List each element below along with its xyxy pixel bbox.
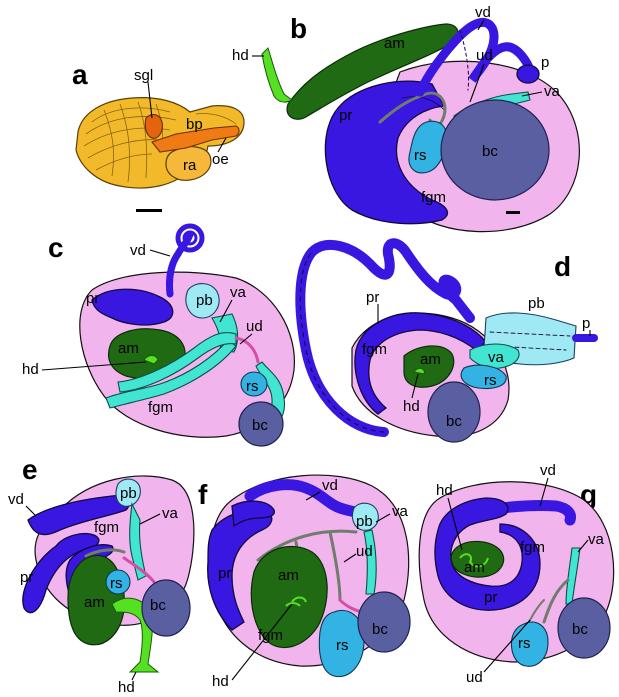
panel-c-letter: c [48,232,64,263]
label-e-rs: rs [110,575,123,592]
label-d-am: am [420,351,441,368]
label-b-fgm: fgm [421,189,446,206]
panel-f-letter: f [198,479,208,510]
label-b-rs: rs [414,147,427,164]
label-d-rs: rs [484,372,497,389]
label-e-hd: hd [118,679,135,696]
label-g-bc: bc [572,621,588,638]
label-f-vd: vd [322,477,338,494]
label-c-hd: hd [22,361,39,378]
scale-bar-b [506,211,520,214]
label-c-va: va [230,284,247,301]
panel-c: c vd pb va pr ud am hd rs fgm bc [22,226,294,446]
panel-a: a sgl bp oe ra [72,59,244,212]
label-b-p: p [541,54,549,71]
label-g-hd: hd [436,482,453,499]
label-d-bc: bc [446,413,462,430]
panel-g: g hd vd am fgm va pr ud rs bc [419,462,613,686]
label-b-am: am [384,35,405,52]
label-c-pr: pr [86,290,99,307]
label-d-fgm: fgm [362,341,387,358]
panel-f: f vd pb va ud pr am fgm rs bc hd [198,475,410,690]
label-d-pr: pr [366,289,379,306]
label-c-am: am [118,340,139,357]
label-c-rs: rs [246,378,259,395]
label-f-ud: ud [356,543,373,560]
label-a-oe: oe [212,151,229,168]
label-f-pr: pr [218,565,231,582]
panel-e-letter: e [22,454,38,485]
scale-bar-a [136,209,162,212]
label-c-vd: vd [130,242,146,259]
label-f-am: am [278,567,299,584]
label-e-bc: bc [150,597,166,614]
label-e-pb: pb [120,485,137,502]
salivary-gland [145,115,162,139]
label-c-pb: pb [196,292,213,309]
label-g-fgm: fgm [520,539,545,556]
label-b-va: va [544,83,561,100]
label-d-va: va [488,349,505,366]
label-b-hd: hd [232,47,249,64]
penis-b [517,65,539,83]
panel-e: e vd pb va fgm pr rs am bc hd [8,454,194,696]
label-c-bc: bc [252,417,268,434]
label-c-fgm: fgm [148,399,173,416]
panel-b: b hd am vd p ud va pr rs bc fgm [232,4,579,232]
label-g-am: am [464,559,485,576]
label-b-vd: vd [475,4,491,21]
label-g-ud: ud [466,669,483,686]
label-f-pb: pb [356,513,373,530]
label-f-rs: rs [336,637,349,654]
label-g-vd: vd [540,462,556,479]
label-d-pb: pb [528,295,545,312]
leader-c-vd [150,250,170,256]
label-b-pr: pr [339,107,352,124]
label-e-fgm: fgm [94,519,119,536]
panel-d: d pr pb p fgm am va rs hd bc [300,243,594,442]
hermaphroditic-duct-b [262,48,292,102]
panel-d-letter: d [554,251,571,282]
label-d-p: p [582,315,590,332]
label-g-va: va [588,531,605,548]
label-a-bp: bp [186,116,203,133]
label-f-bc: bc [372,621,388,638]
label-e-pr: pr [20,569,33,586]
panel-b-letter: b [290,13,307,44]
panel-a-letter: a [72,59,88,90]
label-g-rs: rs [518,635,531,652]
bursa-copulatrix-d [428,382,480,442]
label-b-ud: ud [476,47,493,64]
label-e-am: am [84,594,105,611]
label-e-vd: vd [8,491,24,508]
label-a-ra: ra [183,157,197,174]
label-b-bc: bc [482,143,498,160]
leader-e-vd [26,506,36,516]
label-a-sgl: sgl [134,67,153,84]
label-f-va: va [392,503,409,520]
label-c-ud: ud [246,318,263,335]
label-e-va: va [162,505,179,522]
label-d-hd: hd [403,398,420,415]
label-g-pr: pr [484,589,497,606]
label-f-hd: hd [212,673,229,690]
